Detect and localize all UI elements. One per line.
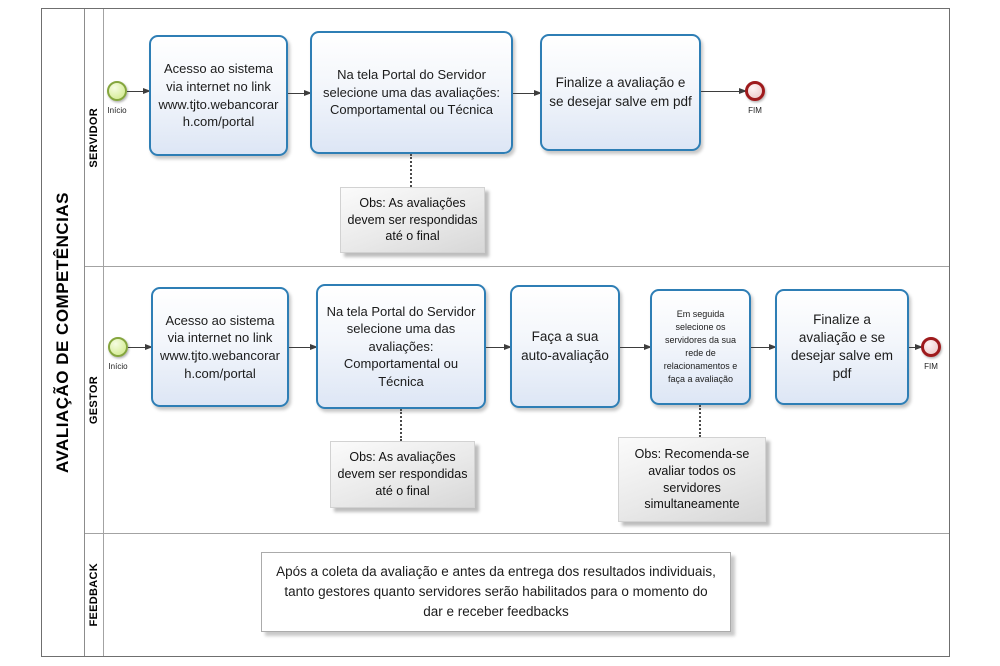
note-gestor-1-label: Obs: As avaliações devem ser respondidas…: [337, 450, 468, 498]
task-servidor-2: Na tela Portal do Servidor selecione uma…: [310, 31, 513, 154]
lane-servidor-content: Início Acesso ao sistema via internet no…: [104, 9, 949, 266]
lane-feedback: FEEDBACK Após a coleta da avaliação e an…: [85, 533, 949, 656]
lanes-container: SERVIDOR Início Acesso ao sistema via in…: [85, 9, 949, 656]
lane-gestor-label: GESTOR: [88, 375, 100, 425]
sequence-flow-arrow: [486, 343, 512, 350]
start-event-servidor-label: Início: [107, 106, 127, 115]
lane-servidor-label-column: SERVIDOR: [85, 9, 104, 266]
sequence-flow-arrow: [751, 343, 777, 350]
task-servidor-2-label: Na tela Portal do Servidor selecione uma…: [322, 67, 501, 118]
start-event-gestor-label: Início: [108, 362, 128, 371]
sequence-flow-arrow: [289, 343, 318, 350]
lane-feedback-label: FEEDBACK: [88, 563, 100, 627]
lane-servidor-label: SERVIDOR: [88, 107, 100, 168]
sequence-flow-arrow: [288, 89, 312, 96]
task-gestor-2-label: Na tela Portal do Servidor selecione uma…: [326, 303, 476, 389]
lane-feedback-content: Após a coleta da avaliação e antes da en…: [104, 534, 949, 656]
sequence-flow-arrow: [701, 87, 747, 94]
pool-title-column: AVALIAÇÃO DE COMPETÊNCIAS: [42, 9, 85, 656]
task-servidor-3-label: Finalize a avaliação e se desejar salve …: [549, 75, 692, 109]
end-event-gestor-label: FIM: [924, 362, 938, 371]
end-event-gestor: [921, 337, 941, 357]
bpmn-pool: AVALIAÇÃO DE COMPETÊNCIAS SERVIDOR Iníci…: [41, 8, 950, 657]
sequence-flow-arrow: [128, 343, 153, 350]
lane-feedback-label-column: FEEDBACK: [85, 534, 104, 656]
end-event-servidor: [745, 81, 765, 101]
feedback-info-label: Após a coleta da avaliação e antes da en…: [276, 563, 716, 620]
association-connector: [410, 154, 412, 187]
association-connector: [400, 409, 402, 441]
note-gestor-1: Obs: As avaliações devem ser respondidas…: [330, 441, 475, 508]
start-event-servidor: [107, 81, 127, 101]
task-gestor-4: Em seguida selecione os servidores da su…: [650, 289, 751, 405]
task-gestor-1-label: Acesso ao sistema via internet no link w…: [160, 312, 280, 381]
lane-gestor: GESTOR Início Acesso ao sistema via inte…: [85, 266, 949, 533]
sequence-flow-arrow: [127, 87, 151, 94]
sequence-flow-arrow: [513, 89, 542, 96]
sequence-flow-arrow: [909, 343, 923, 350]
task-gestor-4-label: Em seguida selecione os servidores da su…: [663, 308, 738, 385]
lane-gestor-label-column: GESTOR: [85, 267, 104, 533]
task-gestor-3-label: Faça a sua auto-avaliação: [521, 329, 609, 363]
sequence-flow-arrow: [620, 343, 652, 350]
end-event-servidor-label: FIM: [748, 106, 762, 115]
task-gestor-5-label: Finalize a avaliação e se desejar salve …: [790, 311, 894, 382]
task-gestor-5: Finalize a avaliação e se desejar salve …: [775, 289, 909, 405]
task-servidor-1-label: Acesso ao sistema via internet no link w…: [158, 61, 279, 130]
note-servidor-label: Obs: As avaliações devem ser respondidas…: [347, 195, 478, 244]
pool-title: AVALIAÇÃO DE COMPETÊNCIAS: [53, 191, 72, 474]
task-gestor-2: Na tela Portal do Servidor selecione uma…: [316, 284, 486, 409]
lane-servidor: SERVIDOR Início Acesso ao sistema via in…: [85, 9, 949, 266]
task-gestor-3: Faça a sua auto-avaliação: [510, 285, 620, 408]
note-servidor: Obs: As avaliações devem ser respondidas…: [340, 187, 485, 253]
task-servidor-1: Acesso ao sistema via internet no link w…: [149, 35, 288, 156]
task-servidor-3: Finalize a avaliação e se desejar salve …: [540, 34, 701, 151]
note-gestor-2: Obs: Recomenda-se avaliar todos os servi…: [618, 437, 766, 522]
start-event-gestor: [108, 337, 128, 357]
note-gestor-2-label: Obs: Recomenda-se avaliar todos os servi…: [634, 446, 750, 512]
task-gestor-1: Acesso ao sistema via internet no link w…: [151, 287, 289, 407]
association-connector: [699, 405, 701, 437]
lane-gestor-content: Início Acesso ao sistema via internet no…: [104, 267, 949, 533]
feedback-info-box: Após a coleta da avaliação e antes da en…: [261, 552, 731, 632]
